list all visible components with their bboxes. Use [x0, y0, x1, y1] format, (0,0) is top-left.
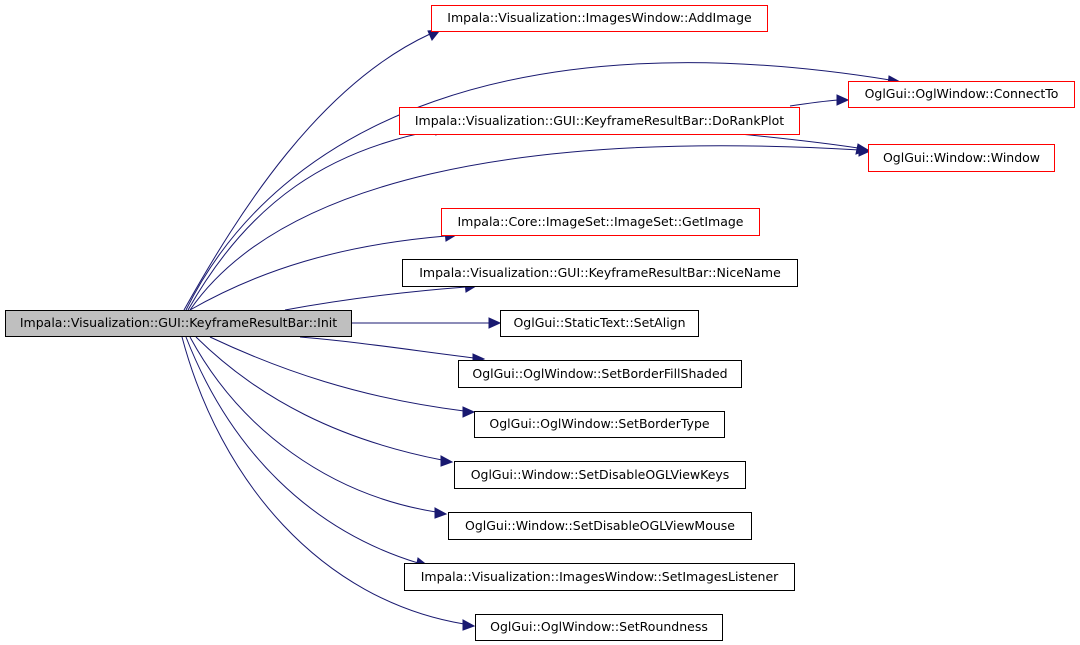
- node-set-roundness[interactable]: OglGui::OglWindow::SetRoundness: [475, 614, 723, 641]
- edge-init-to-do-rank-plot: [187, 129, 437, 311]
- edge-init-to-set-border-type: [209, 336, 465, 412]
- edge-init-to-set-roundness: [181, 336, 465, 625]
- edge-arrow-do-rank-plot-window: [855, 143, 870, 155]
- edge-do-rank-plot-to-window: [739, 133, 859, 149]
- edge-arrow-set-disable-ogl-view-keys: [440, 455, 454, 467]
- node-set-border-type[interactable]: OglGui::OglWindow::SetBorderType: [474, 411, 725, 438]
- edge-init-to-set-images-listener: [185, 336, 419, 564]
- node-nice-name[interactable]: Impala::Visualization::GUI::KeyframeResu…: [402, 259, 798, 287]
- node-get-image[interactable]: Impala::Core::ImageSet::ImageSet::GetIma…: [441, 208, 760, 236]
- node-set-disable-ogl-view-keys[interactable]: OglGui::Window::SetDisableOGLViewKeys: [454, 461, 746, 489]
- edge-arrow-set-roundness: [462, 619, 476, 631]
- edge-do-rank-plot-to-connect-to: [789, 99, 839, 107]
- edge-init-to-window: [189, 145, 861, 311]
- node-window[interactable]: OglGui::Window::Window: [868, 144, 1055, 172]
- edge-init-to-set-border-fill-shaded: [299, 336, 475, 359]
- edge-init-to-get-image: [189, 235, 447, 311]
- edge-init-to-set-disable-ogl-view-keys: [195, 336, 443, 461]
- node-root-init: Impala::Visualization::GUI::KeyframeResu…: [5, 310, 352, 337]
- node-do-rank-plot[interactable]: Impala::Visualization::GUI::KeyframeResu…: [399, 107, 800, 135]
- edge-arrow-set-border-type: [462, 406, 476, 418]
- node-set-align[interactable]: OglGui::StaticText::SetAlign: [500, 310, 699, 337]
- edge-init-to-add-image: [183, 33, 431, 311]
- edge-arrow-do-rank-plot-connect-to: [836, 94, 850, 106]
- edge-arrow-set-align: [488, 317, 502, 329]
- node-set-images-listener[interactable]: Impala::Visualization::ImagesWindow::Set…: [404, 563, 795, 591]
- node-set-disable-ogl-view-mouse[interactable]: OglGui::Window::SetDisableOGLViewMouse: [448, 512, 752, 540]
- node-connect-to[interactable]: OglGui::OglWindow::ConnectTo: [848, 81, 1075, 108]
- edge-init-to-connect-to: [185, 62, 891, 311]
- edge-init-to-nice-name: [284, 286, 467, 311]
- node-add-image[interactable]: Impala::Visualization::ImagesWindow::Add…: [431, 5, 768, 32]
- node-set-border-fill-shaded[interactable]: OglGui::OglWindow::SetBorderFillShaded: [458, 360, 742, 388]
- edge-arrow-set-disable-ogl-view-mouse: [434, 507, 448, 519]
- edge-init-to-set-disable-ogl-view-mouse: [189, 336, 437, 513]
